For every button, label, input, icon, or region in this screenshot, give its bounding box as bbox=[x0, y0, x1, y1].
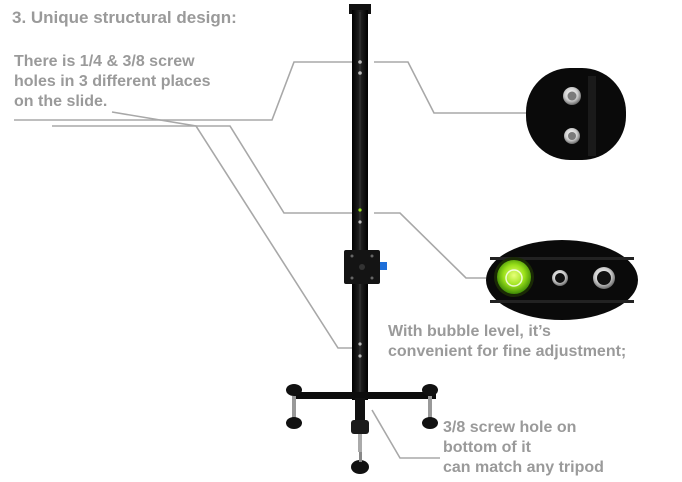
screw-hole-icon bbox=[358, 354, 362, 358]
bottom-hole-callout: 3/8 screw hole on bottom of it can match… bbox=[443, 418, 604, 478]
leader-line-zoom-top bbox=[374, 61, 526, 114]
screw-hole-icon bbox=[358, 220, 362, 224]
callout-line: 3/8 screw hole on bbox=[443, 419, 577, 436]
zoom-screw-holes bbox=[526, 68, 626, 160]
callout-line: bottom of it bbox=[443, 439, 531, 456]
lock-knob-icon bbox=[380, 262, 387, 270]
bubble-level-callout: With bubble level, it’s convenient for f… bbox=[388, 322, 626, 362]
screw-hole-icon bbox=[358, 342, 362, 346]
tripod-base bbox=[286, 384, 438, 474]
callout-line: holes in 3 different places bbox=[14, 73, 211, 90]
carriage-plate bbox=[344, 250, 387, 284]
leader-line-bottom bbox=[371, 409, 440, 459]
leader-line-zoom-bubble bbox=[374, 212, 490, 279]
screw-hole-icon bbox=[358, 60, 362, 64]
screw-holes-callout: There is 1/4 & 3/8 screw holes in 3 diff… bbox=[14, 52, 211, 112]
foot-knob-icon bbox=[422, 384, 438, 396]
mini-bubble-icon bbox=[358, 208, 362, 212]
leader-line-middle-hole bbox=[52, 125, 358, 214]
callout-line: on the slide. bbox=[14, 93, 108, 110]
callout-line: convenient for fine adjustment; bbox=[388, 343, 627, 360]
callout-line: can match any tripod bbox=[443, 459, 604, 476]
callout-line: With bubble level, it’s bbox=[388, 323, 551, 340]
slider-rail bbox=[349, 4, 371, 400]
bubble-level-icon bbox=[497, 260, 531, 294]
foot-knob-icon bbox=[286, 384, 302, 396]
leader-line-lower-hole bbox=[111, 111, 358, 349]
zoom-bubble-level bbox=[486, 240, 638, 320]
screw-hole-icon bbox=[358, 71, 362, 75]
callout-line: There is 1/4 & 3/8 screw bbox=[14, 53, 195, 70]
leader-line-top-hole bbox=[14, 61, 358, 121]
leader-lines bbox=[14, 61, 526, 459]
section-heading: 3. Unique structural design: bbox=[12, 8, 237, 27]
